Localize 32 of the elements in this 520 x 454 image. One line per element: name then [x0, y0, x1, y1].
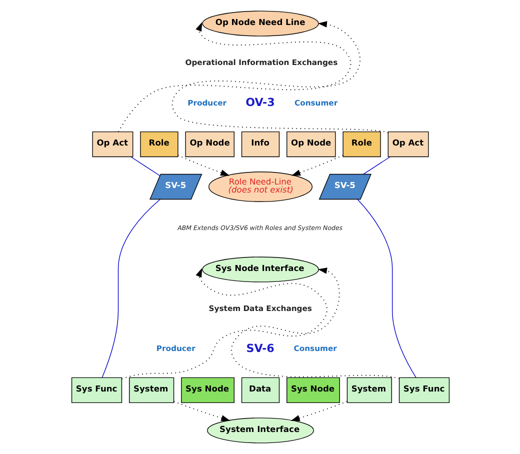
label: SV-6 — [246, 342, 274, 355]
arrow — [118, 22, 351, 132]
node-box: Sys Node — [286, 377, 340, 404]
node-box: System — [128, 377, 174, 404]
connector — [362, 156, 390, 175]
node-box: Data — [240, 377, 280, 404]
connector — [101, 199, 160, 378]
arrow — [171, 21, 388, 134]
connector — [130, 156, 160, 176]
node-box: Sys Node — [180, 377, 234, 404]
node-box: Op Node — [184, 131, 234, 158]
arrow — [173, 400, 230, 422]
arrow — [230, 268, 399, 380]
node-ellipse: Sys Node Interface — [202, 256, 318, 282]
node-box: Sys Func — [70, 377, 122, 404]
node-ellipse: Role Need-Line (does not exist) — [208, 172, 312, 202]
node-box: Op Act — [387, 131, 428, 158]
arrow — [290, 400, 347, 422]
node-ellipse: System Interface — [206, 418, 314, 444]
label: OV-3 — [245, 96, 274, 109]
node-box: Sys Func — [398, 377, 450, 404]
node-box: Role — [140, 131, 178, 158]
arrow — [177, 154, 230, 176]
node-box: System — [346, 377, 392, 404]
arrow — [121, 268, 327, 380]
arrow — [290, 154, 343, 176]
connector — [356, 199, 416, 378]
node-box: Op Act — [92, 131, 133, 158]
node-box: Op Node — [286, 131, 336, 158]
node-box: Info — [240, 131, 280, 158]
node-box: Role — [342, 131, 380, 158]
node-ellipse: Op Node Need Line — [202, 10, 318, 36]
